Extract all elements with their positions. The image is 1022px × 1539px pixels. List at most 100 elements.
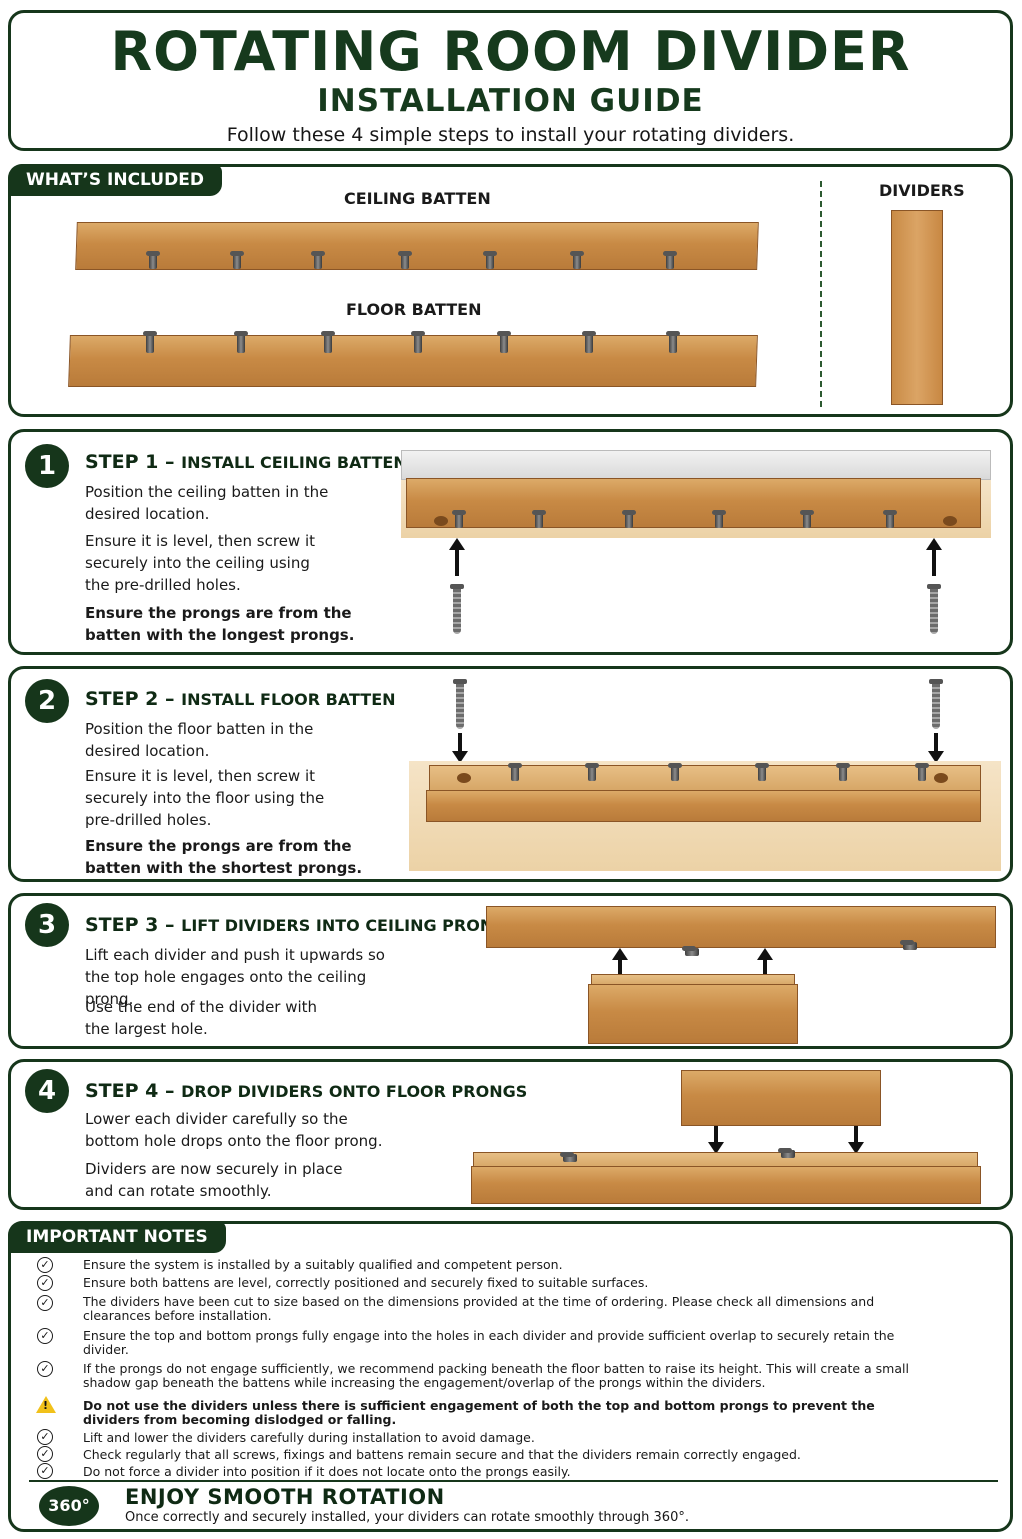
prong-icon bbox=[836, 763, 850, 781]
header-panel: ROTATING ROOM DIVIDER INSTALLATION GUIDE… bbox=[8, 10, 1013, 151]
note-item: Ensure the top and bottom prongs fully e… bbox=[83, 1328, 895, 1357]
prong-icon bbox=[668, 763, 682, 781]
prong-icon bbox=[800, 510, 814, 528]
check-icon: ✓ bbox=[37, 1275, 53, 1291]
included-tag: WHAT’S INCLUDED bbox=[8, 164, 222, 196]
ceiling-batten-illustration bbox=[406, 478, 981, 528]
step-number-badge: 1 bbox=[25, 444, 69, 488]
note-item-warning: Do not use the dividers unless there is … bbox=[83, 1398, 875, 1427]
dividers-label: DIVIDERS bbox=[879, 181, 965, 200]
divider-illustration bbox=[891, 210, 943, 405]
hole-icon bbox=[457, 773, 471, 783]
step-title-prefix: STEP 2 – bbox=[85, 688, 182, 710]
step-text: Position the floor batten in the desired… bbox=[85, 720, 314, 760]
arrow-down-icon bbox=[452, 733, 468, 763]
check-icon: ✓ bbox=[37, 1429, 53, 1445]
step-number-badge: 3 bbox=[25, 903, 69, 947]
prong-icon bbox=[398, 251, 412, 269]
step-title-subtitle: INSTALL FLOOR BATTEN bbox=[181, 690, 396, 709]
floor-batten-label: FLOOR BATTEN bbox=[346, 300, 482, 319]
included-panel: WHAT’S INCLUDED CEILING BATTEN FLOOR BAT… bbox=[8, 164, 1013, 417]
step-title: STEP 2 – INSTALL FLOOR BATTEN bbox=[85, 688, 396, 710]
notes-divider bbox=[29, 1480, 998, 1482]
arrow-down-icon bbox=[708, 1126, 724, 1154]
page-title: ROTATING ROOM DIVIDER bbox=[110, 20, 911, 83]
screw-icon bbox=[453, 679, 467, 729]
hole-icon bbox=[934, 773, 948, 783]
prong-icon bbox=[508, 763, 522, 781]
prong-icon bbox=[483, 251, 497, 269]
prong-icon bbox=[900, 940, 917, 950]
note-item: Check regularly that all screws, fixings… bbox=[83, 1447, 801, 1462]
divider-illustration bbox=[681, 1070, 881, 1126]
step-text-bold: Ensure the prongs are from the batten wi… bbox=[85, 837, 363, 877]
note-item: If the prongs do not engage sufficiently… bbox=[83, 1361, 909, 1390]
step-text: Use the end of the divider with the larg… bbox=[85, 998, 318, 1038]
check-icon: ✓ bbox=[37, 1463, 53, 1479]
note-item: Ensure both battens are level, correctly… bbox=[83, 1275, 649, 1290]
check-icon: ✓ bbox=[37, 1257, 53, 1273]
screw-icon bbox=[929, 679, 943, 729]
prong-icon bbox=[778, 1148, 795, 1158]
rotation-360-icon: 360° bbox=[39, 1486, 99, 1526]
check-icon: ✓ bbox=[37, 1446, 53, 1462]
check-icon: ✓ bbox=[37, 1295, 53, 1311]
step-title-subtitle: LIFT DIVIDERS INTO CEILING PRONGS bbox=[181, 916, 518, 935]
floor-batten-illustration bbox=[426, 790, 981, 822]
prong-icon bbox=[582, 331, 596, 353]
prong-icon bbox=[321, 331, 335, 353]
step-number-badge: 4 bbox=[25, 1069, 69, 1113]
prong-icon bbox=[622, 510, 636, 528]
prong-icon bbox=[411, 331, 425, 353]
step-text: Lower each divider carefully so the bott… bbox=[85, 1110, 383, 1150]
prong-icon bbox=[755, 763, 769, 781]
enjoy-text: Once correctly and securely installed, y… bbox=[125, 1510, 689, 1525]
warning-icon: ! bbox=[36, 1396, 56, 1413]
ceiling-batten-label: CEILING BATTEN bbox=[344, 189, 491, 208]
arrow-up-icon bbox=[757, 948, 773, 984]
prong-icon bbox=[883, 510, 897, 528]
prong-icon bbox=[570, 251, 584, 269]
step-title-prefix: STEP 1 – bbox=[85, 451, 182, 473]
step-4-panel: 4 STEP 4 – DROP DIVIDERS ONTO FLOOR PRON… bbox=[8, 1059, 1013, 1210]
prong-icon bbox=[497, 331, 511, 353]
step-title-subtitle: INSTALL CEILING BATTEN bbox=[181, 453, 407, 472]
step-title-prefix: STEP 4 – bbox=[85, 1080, 182, 1102]
step-text: Ensure it is level, then screw it secure… bbox=[85, 532, 316, 594]
prong-icon bbox=[663, 251, 677, 269]
prong-icon bbox=[311, 251, 325, 269]
intro-text: Follow these 4 simple steps to install y… bbox=[226, 124, 795, 146]
screw-icon bbox=[450, 584, 464, 634]
ceiling-illustration bbox=[401, 450, 991, 480]
notes-panel: IMPORTANT NOTES ✓ Ensure the system is i… bbox=[8, 1221, 1013, 1532]
prong-icon bbox=[234, 331, 248, 353]
arrow-up-icon bbox=[926, 538, 942, 576]
ceiling-batten-illustration bbox=[75, 222, 759, 270]
note-item: Lift and lower the dividers carefully du… bbox=[83, 1430, 535, 1445]
page-subtitle: INSTALLATION GUIDE bbox=[317, 83, 704, 119]
step-title: STEP 3 – LIFT DIVIDERS INTO CEILING PRON… bbox=[85, 914, 518, 936]
step-number-badge: 2 bbox=[25, 679, 69, 723]
enjoy-title: ENJOY SMOOTH ROTATION bbox=[125, 1485, 445, 1509]
note-item: The dividers have been cut to size based… bbox=[83, 1294, 875, 1323]
hole-icon bbox=[943, 516, 957, 526]
step-text: Ensure it is level, then screw it secure… bbox=[85, 767, 325, 829]
arrow-up-icon bbox=[449, 538, 465, 576]
prong-icon bbox=[143, 331, 157, 353]
arrow-down-icon bbox=[848, 1126, 864, 1154]
prong-icon bbox=[532, 510, 546, 528]
section-divider bbox=[820, 181, 822, 407]
arrow-up-icon bbox=[612, 948, 628, 984]
hole-icon bbox=[434, 516, 448, 526]
step-title-prefix: STEP 3 – bbox=[85, 914, 182, 936]
step-1-panel: 1 STEP 1 – INSTALL CEILING BATTEN Positi… bbox=[8, 429, 1013, 655]
arrow-down-icon bbox=[928, 733, 944, 763]
note-item: Do not force a divider into position if … bbox=[83, 1464, 571, 1479]
divider-illustration bbox=[588, 984, 798, 1044]
prong-icon bbox=[585, 763, 599, 781]
prong-icon bbox=[560, 1152, 577, 1162]
ceiling-batten-illustration bbox=[486, 906, 996, 948]
step-3-panel: 3 STEP 3 – LIFT DIVIDERS INTO CEILING PR… bbox=[8, 893, 1013, 1049]
step-title-subtitle: DROP DIVIDERS ONTO FLOOR PRONGS bbox=[181, 1082, 528, 1101]
floor-batten-illustration bbox=[471, 1166, 981, 1204]
